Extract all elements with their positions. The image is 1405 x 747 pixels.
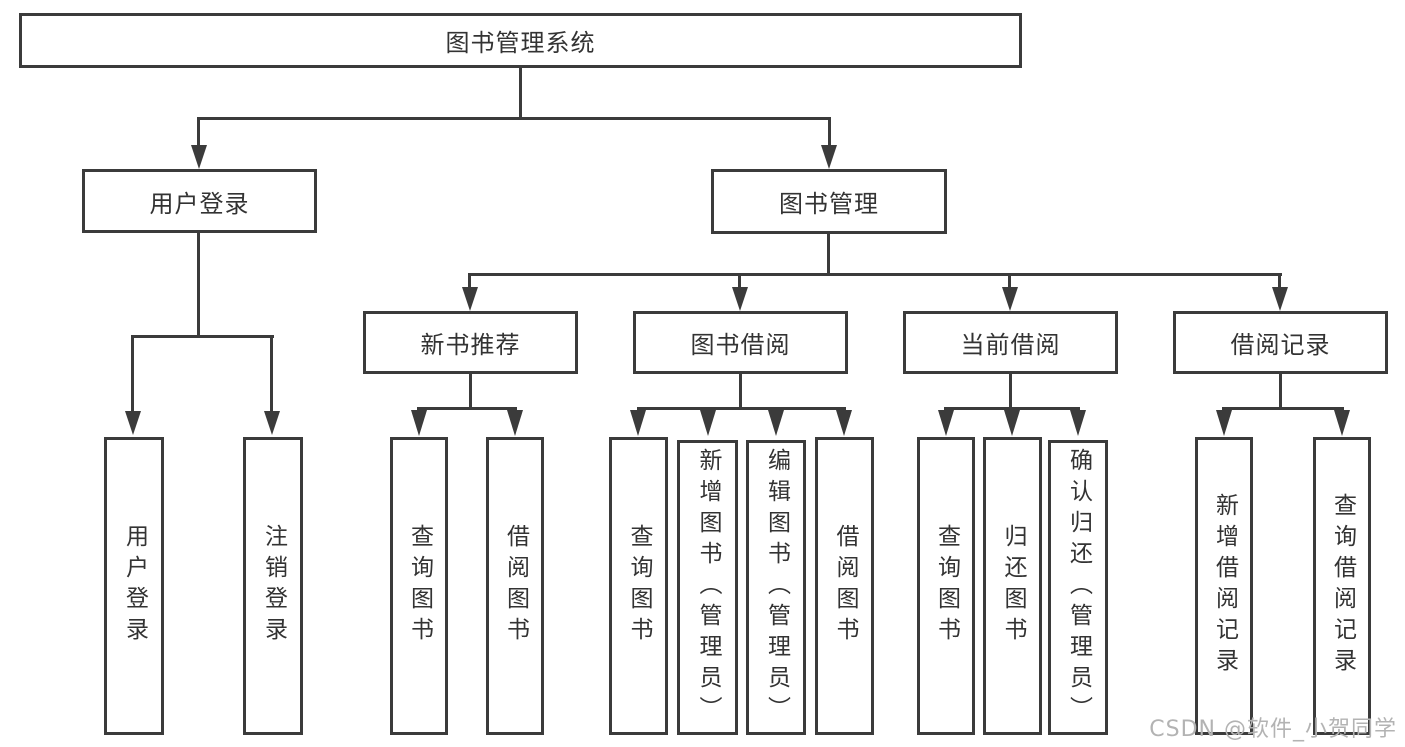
arrowhead-down-icon	[411, 410, 427, 436]
node-borrow-records: 借阅记录	[1173, 311, 1388, 374]
node-label: 图书管理系统	[445, 29, 596, 57]
arrowhead-down-icon	[700, 410, 716, 436]
arrowhead-down-icon	[1004, 410, 1020, 436]
watermark-text: CSDN @软件_小贺同学	[1149, 717, 1397, 742]
connector-root-arm-left	[197, 117, 200, 147]
connector-login-bar	[131, 335, 274, 338]
node-label: 查询图书	[933, 524, 960, 648]
leaf-user-login: 用户登录	[104, 437, 164, 735]
connector-records-bar	[1222, 407, 1344, 410]
node-label: 借阅图书	[832, 524, 858, 648]
node-label: 用户登录	[121, 524, 148, 648]
node-label: 确认归还（管理员）	[1065, 448, 1092, 727]
arrowhead-down-icon	[821, 145, 837, 169]
leaf-borrow-books-borrow: 借阅图书	[815, 437, 874, 735]
leaf-return-book: 归还图书	[983, 437, 1042, 735]
connector-current-bar	[944, 407, 1080, 410]
node-label: 新增借阅记录	[1211, 493, 1238, 679]
node-new-book-recommend: 新书推荐	[363, 311, 578, 374]
connector-mgmt-arm-4	[1278, 273, 1281, 287]
node-current-borrow: 当前借阅	[903, 311, 1118, 374]
connector-mgmt-stub	[827, 234, 830, 273]
arrowhead-down-icon	[1002, 287, 1018, 311]
leaf-query-books-recommend: 查询图书	[390, 437, 448, 735]
connector-recommend-bar	[417, 407, 517, 410]
connector-mgmt-arm-2	[738, 273, 741, 287]
node-label: 用户登录	[149, 189, 250, 218]
leaf-confirm-return-admin: 确认归还（管理员）	[1048, 440, 1108, 735]
arrowhead-down-icon	[1272, 287, 1288, 311]
arrowhead-down-icon	[191, 145, 207, 169]
leaf-query-borrow-record: 查询借阅记录	[1313, 437, 1371, 735]
arrowhead-down-icon	[507, 410, 523, 436]
leaf-add-book-admin: 新增图书（管理员）	[677, 440, 738, 735]
leaf-edit-book-admin: 编辑图书（管理员）	[746, 440, 806, 735]
arrowhead-down-icon	[1334, 410, 1350, 436]
connector-records-stub	[1279, 374, 1282, 407]
arrowhead-down-icon	[768, 410, 784, 436]
arrowhead-down-icon	[630, 410, 646, 436]
node-label: 查询图书	[406, 524, 433, 648]
connector-current-stub	[1009, 374, 1012, 407]
connector-login-stub	[197, 233, 200, 335]
node-label: 图书借阅	[690, 331, 791, 359]
node-book-borrow: 图书借阅	[633, 311, 848, 374]
connector-borrow-stub	[739, 374, 742, 407]
node-label: 借阅记录	[1230, 331, 1331, 359]
node-label: 注销登录	[260, 524, 287, 648]
arrowhead-down-icon	[264, 411, 280, 435]
leaf-borrow-books-recommend: 借阅图书	[486, 437, 544, 735]
node-label: 查询图书	[626, 524, 652, 648]
connector-root-arm-right	[828, 117, 831, 147]
connector-login-arm-right	[270, 335, 273, 413]
connector-root-bar	[197, 117, 831, 120]
arrowhead-down-icon	[732, 287, 748, 311]
leaf-query-books-borrow: 查询图书	[609, 437, 668, 735]
connector-recommend-stub	[469, 374, 472, 407]
arrowhead-down-icon	[938, 410, 954, 436]
node-label: 当前借阅	[960, 331, 1061, 359]
node-label: 新增图书（管理员）	[695, 448, 721, 727]
node-label: 查询借阅记录	[1329, 493, 1356, 679]
connector-mgmt-arm-3	[1008, 273, 1011, 287]
arrowhead-down-icon	[836, 410, 852, 436]
connector-mgmt-bar	[468, 273, 1282, 276]
leaf-add-borrow-record: 新增借阅记录	[1195, 437, 1253, 735]
arrowhead-down-icon	[1070, 410, 1086, 436]
arrowhead-down-icon	[1216, 410, 1232, 436]
node-library-management-system: 图书管理系统	[19, 13, 1022, 68]
connector-mgmt-arm-1	[468, 273, 471, 287]
connector-borrow-bar	[637, 407, 846, 410]
node-user-login: 用户登录	[82, 169, 317, 233]
node-book-management: 图书管理	[711, 169, 947, 234]
node-label: 借阅图书	[502, 524, 529, 648]
node-label: 编辑图书（管理员）	[763, 448, 790, 727]
node-label: 新书推荐	[420, 331, 521, 359]
leaf-query-books-current: 查询图书	[917, 437, 975, 735]
node-label: 归还图书	[1000, 524, 1026, 648]
connector-root-stub	[519, 68, 522, 117]
leaf-logout: 注销登录	[243, 437, 303, 735]
connector-login-arm-left	[131, 335, 134, 413]
arrowhead-down-icon	[125, 411, 141, 435]
arrowhead-down-icon	[462, 287, 478, 311]
node-label: 图书管理	[779, 190, 879, 218]
